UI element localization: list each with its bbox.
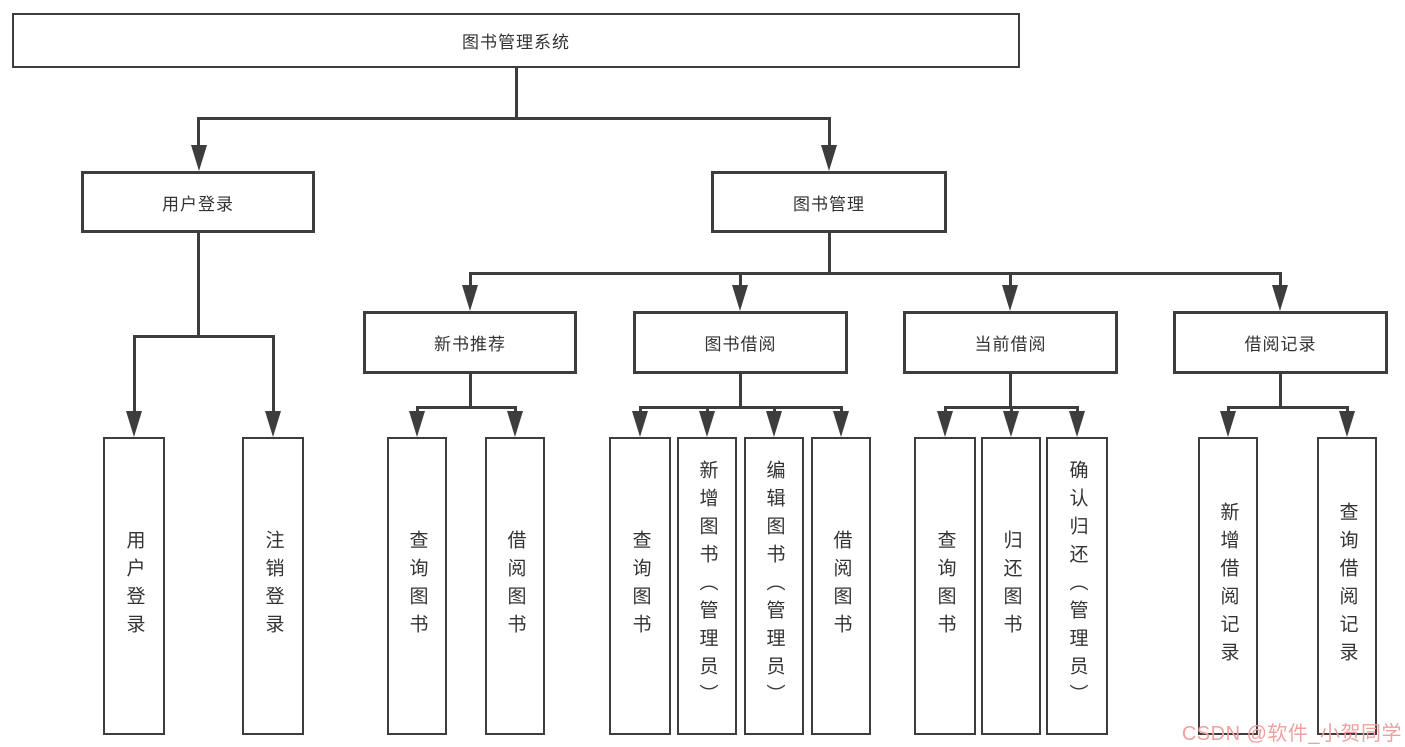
node-current-borrow: 当前借阅 [903, 311, 1118, 374]
node-borrow-record: 借阅记录 [1173, 311, 1388, 374]
connector-drop [133, 335, 136, 413]
node-label: 借阅记录 [1244, 335, 1317, 354]
connector-drop [840, 406, 843, 414]
connector-login-stem [197, 233, 200, 335]
arrow-down-icon [766, 411, 782, 437]
arrow-down-icon [126, 411, 142, 437]
leaf-label: 编辑图书（管理员） [763, 460, 785, 712]
leaf-label: 新增借阅记录 [1217, 502, 1239, 670]
leaf-confirm-return-admin: 确认归还（管理员） [1046, 437, 1108, 735]
node-book-management: 图书管理 [711, 171, 947, 233]
connector-level3-hline [469, 272, 1282, 275]
connector-login-hline [133, 335, 275, 338]
connector-drop [469, 272, 472, 288]
node-new-book-recommend: 新书推荐 [363, 311, 577, 374]
connector-record-stem [1279, 374, 1282, 406]
arrow-down-icon [632, 411, 648, 437]
connector-root-stem [515, 68, 518, 117]
leaf-label: 查询图书 [629, 530, 651, 642]
node-library-system: 图书管理系统 [12, 13, 1020, 68]
connector-record-hline [1227, 406, 1349, 409]
connector-drop [773, 406, 776, 414]
arrow-down-icon [265, 411, 281, 437]
connector-borrow-stem [739, 374, 742, 406]
connector-drop [739, 272, 742, 288]
node-user-login: 用户登录 [81, 171, 315, 233]
arrow-down-icon [1003, 411, 1019, 437]
leaf-label: 借阅图书 [504, 530, 526, 642]
node-label: 用户登录 [162, 194, 234, 214]
connector-drop-mgmt [828, 117, 831, 150]
leaf-label: 用户登录 [123, 530, 145, 642]
leaf-borrow-book-recommend: 借阅图书 [485, 437, 545, 735]
arrow-down-icon [1339, 411, 1355, 437]
arrow-down-icon [1272, 285, 1288, 311]
arrow-down-icon [937, 411, 953, 437]
node-label: 图书管理系统 [462, 33, 570, 52]
connector-drop [514, 406, 517, 414]
leaf-query-borrow-record: 查询借阅记录 [1317, 437, 1377, 735]
leaf-query-book-current: 查询图书 [914, 437, 976, 735]
connector-newbook-stem [469, 374, 472, 406]
leaf-add-borrow-record: 新增借阅记录 [1198, 437, 1258, 735]
connector-borrow-hline [639, 406, 843, 409]
leaf-label: 注销登录 [262, 530, 284, 642]
connector-drop [1076, 406, 1079, 414]
leaf-label: 借阅图书 [830, 530, 852, 642]
connector-drop [272, 335, 275, 413]
connector-drop [1227, 406, 1230, 414]
connector-level1-hline [197, 117, 831, 120]
connector-drop [944, 406, 947, 414]
arrow-down-icon [507, 411, 523, 437]
arrow-down-icon [409, 411, 425, 437]
leaf-edit-book-admin: 编辑图书（管理员） [744, 437, 804, 735]
arrow-down-icon [732, 285, 748, 311]
connector-drop [1279, 272, 1282, 288]
leaf-label: 查询图书 [406, 530, 428, 642]
leaf-label: 归还图书 [1000, 530, 1022, 642]
connector-mgmt-stem [828, 233, 831, 272]
arrow-down-icon [1220, 411, 1236, 437]
node-label: 当前借阅 [974, 335, 1047, 354]
leaf-borrow-book: 借阅图书 [811, 437, 871, 735]
leaf-logout: 注销登录 [242, 437, 304, 735]
node-book-borrow: 图书借阅 [633, 311, 848, 374]
node-label: 新书推荐 [434, 335, 506, 354]
leaf-add-book-admin: 新增图书（管理员） [677, 437, 737, 735]
arrow-down-icon [462, 285, 478, 311]
node-label: 图书管理 [793, 194, 865, 214]
watermark: CSDN @软件_小贺同学 [1181, 723, 1402, 745]
arrow-down-icon [1069, 411, 1085, 437]
connector-drop [1009, 272, 1012, 288]
leaf-query-book-borrow: 查询图书 [609, 437, 671, 735]
leaf-label: 新增图书（管理员） [696, 460, 718, 712]
arrow-down-icon [833, 411, 849, 437]
leaf-label: 查询借阅记录 [1336, 502, 1358, 670]
leaf-query-book-recommend: 查询图书 [387, 437, 447, 735]
connector-drop [416, 406, 419, 414]
connector-drop [1010, 406, 1013, 414]
connector-drop [1346, 406, 1349, 414]
leaf-return-book: 归还图书 [981, 437, 1041, 735]
leaf-label: 查询图书 [934, 530, 956, 642]
connector-newbook-hline [416, 406, 517, 409]
connector-drop [639, 406, 642, 414]
connector-drop [706, 406, 709, 414]
connector-current-stem [1009, 374, 1012, 406]
leaf-user-login: 用户登录 [103, 437, 165, 735]
arrow-down-icon [821, 145, 837, 171]
arrow-down-icon [699, 411, 715, 437]
arrow-down-icon [191, 145, 207, 171]
arrow-down-icon [1002, 285, 1018, 311]
node-label: 图书借阅 [704, 335, 777, 354]
connector-drop-login [197, 117, 200, 150]
leaf-label: 确认归还（管理员） [1066, 460, 1088, 712]
